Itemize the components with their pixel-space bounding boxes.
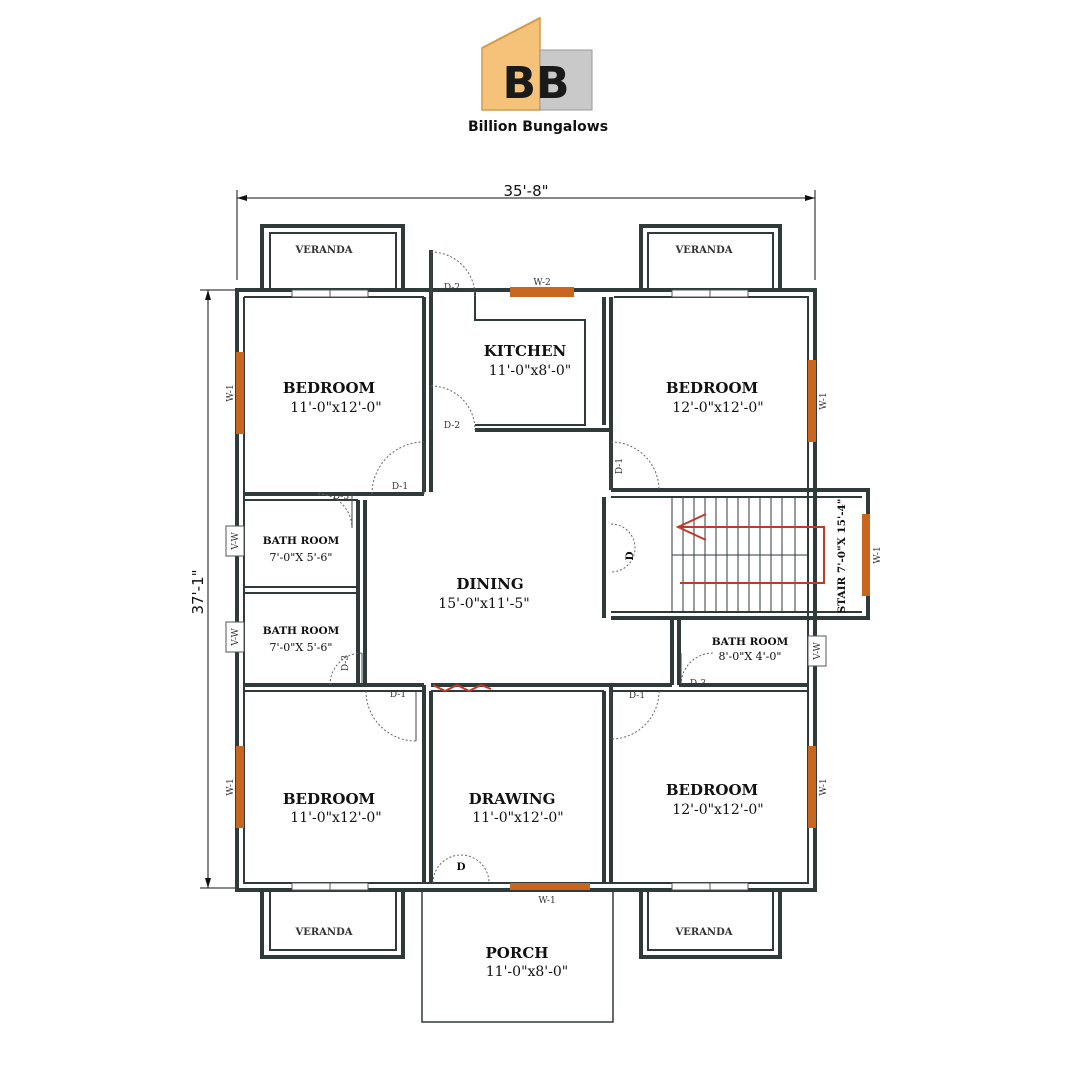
door-tag-bedroom-tl: D-1 xyxy=(392,482,408,492)
bath-2-size: 7'-0"X 5'-6" xyxy=(270,641,333,654)
door-tag-kitchen-out: D-2 xyxy=(444,283,460,293)
veranda-top-right xyxy=(639,224,782,290)
porch xyxy=(421,890,614,1023)
veranda-bottom-right-label: VERANDA xyxy=(674,927,732,938)
bedroom-bottom-right-label: BEDROOM xyxy=(666,781,758,799)
window-tag-bedroom-tl: W-1 xyxy=(226,384,236,401)
veranda-top-right-label: VERANDA xyxy=(674,245,732,256)
bedroom-top-right-size: 12'-0"x12'-0" xyxy=(672,400,763,416)
bedroom-top-right-label: BEDROOM xyxy=(666,379,758,397)
bedroom-bottom-left-size: 11'-0"x12'-0" xyxy=(290,810,381,826)
door-tag-stair: D xyxy=(624,551,636,560)
width-label: 35'-8" xyxy=(503,182,548,200)
dining-size: 15'-0"x11'-5" xyxy=(438,596,529,612)
bath-3-label: BATH ROOM xyxy=(712,636,789,648)
dining-label: DINING xyxy=(456,575,523,593)
window-tag-stair: W-1 xyxy=(873,546,883,563)
veranda-bottom-left-label: VERANDA xyxy=(294,927,352,938)
window-tag-bedroom-tr: W-1 xyxy=(819,392,829,409)
bath-3-size: 8'-0"X 4'-0" xyxy=(719,650,782,663)
door-tag-bath-3: D-3 xyxy=(690,679,706,689)
door-tag-main: D xyxy=(456,861,465,873)
veranda-bottom-right xyxy=(639,890,782,959)
brand-name: Billion Bungalows xyxy=(468,119,608,135)
porch-label: PORCH xyxy=(486,944,549,962)
width-dimension xyxy=(236,190,816,280)
door-tag-kitchen: D-2 xyxy=(444,421,460,431)
brand-logo: BB xyxy=(481,16,593,111)
bath-1-label: BATH ROOM xyxy=(263,535,340,547)
drawing-label: DRAWING xyxy=(469,790,556,808)
drawing-size: 11'-0"x12'-0" xyxy=(472,810,563,826)
door-tag-bath-2: D-3 xyxy=(341,655,351,671)
depth-label: 37'-1" xyxy=(189,569,207,614)
windows xyxy=(225,287,870,891)
bath-2-label: BATH ROOM xyxy=(263,625,340,637)
door-tag-bath-1: D-3 xyxy=(333,492,349,502)
vent-tag-bath-1: V-W xyxy=(231,532,241,551)
depth-dimension xyxy=(200,289,236,889)
window-tag-drawing: W-1 xyxy=(538,896,555,906)
bedroom-bottom-left-label: BEDROOM xyxy=(283,790,375,808)
window-tag-bedroom-br: W-1 xyxy=(819,778,829,795)
vent-tag-bath-2: V-W xyxy=(231,628,241,647)
door-tag-bedroom-br: D-1 xyxy=(629,691,645,701)
veranda-top-left-label: VERANDA xyxy=(294,245,352,256)
staircase xyxy=(671,497,825,612)
stair-label: STAIR 7'-0"X 15'-4" xyxy=(836,499,848,614)
window-tag-kitchen: W-2 xyxy=(533,278,550,288)
kitchen-size: 11'-0"x8'-0" xyxy=(489,363,571,379)
window-tag-bedroom-bl: W-1 xyxy=(226,778,236,795)
doors xyxy=(317,251,714,884)
bedroom-bottom-right-size: 12'-0"x12'-0" xyxy=(672,802,763,818)
veranda-bottom-left xyxy=(260,890,405,959)
door-tag-bedroom-tr: D-1 xyxy=(615,458,625,474)
bedroom-top-left-label: BEDROOM xyxy=(283,379,375,397)
logo-letters: BB xyxy=(502,58,569,109)
bath-1-size: 7'-0"X 5'-6" xyxy=(270,551,333,564)
bedroom-top-left-size: 11'-0"x12'-0" xyxy=(290,400,381,416)
interior-walls xyxy=(244,290,868,883)
veranda-top-left xyxy=(260,224,405,290)
porch-size: 11'-0"x8'-0" xyxy=(486,964,568,980)
kitchen-label: KITCHEN xyxy=(484,342,567,360)
door-tag-bedroom-bl: D-1 xyxy=(390,690,406,700)
vent-tag-bath-3: V-W xyxy=(813,642,823,661)
